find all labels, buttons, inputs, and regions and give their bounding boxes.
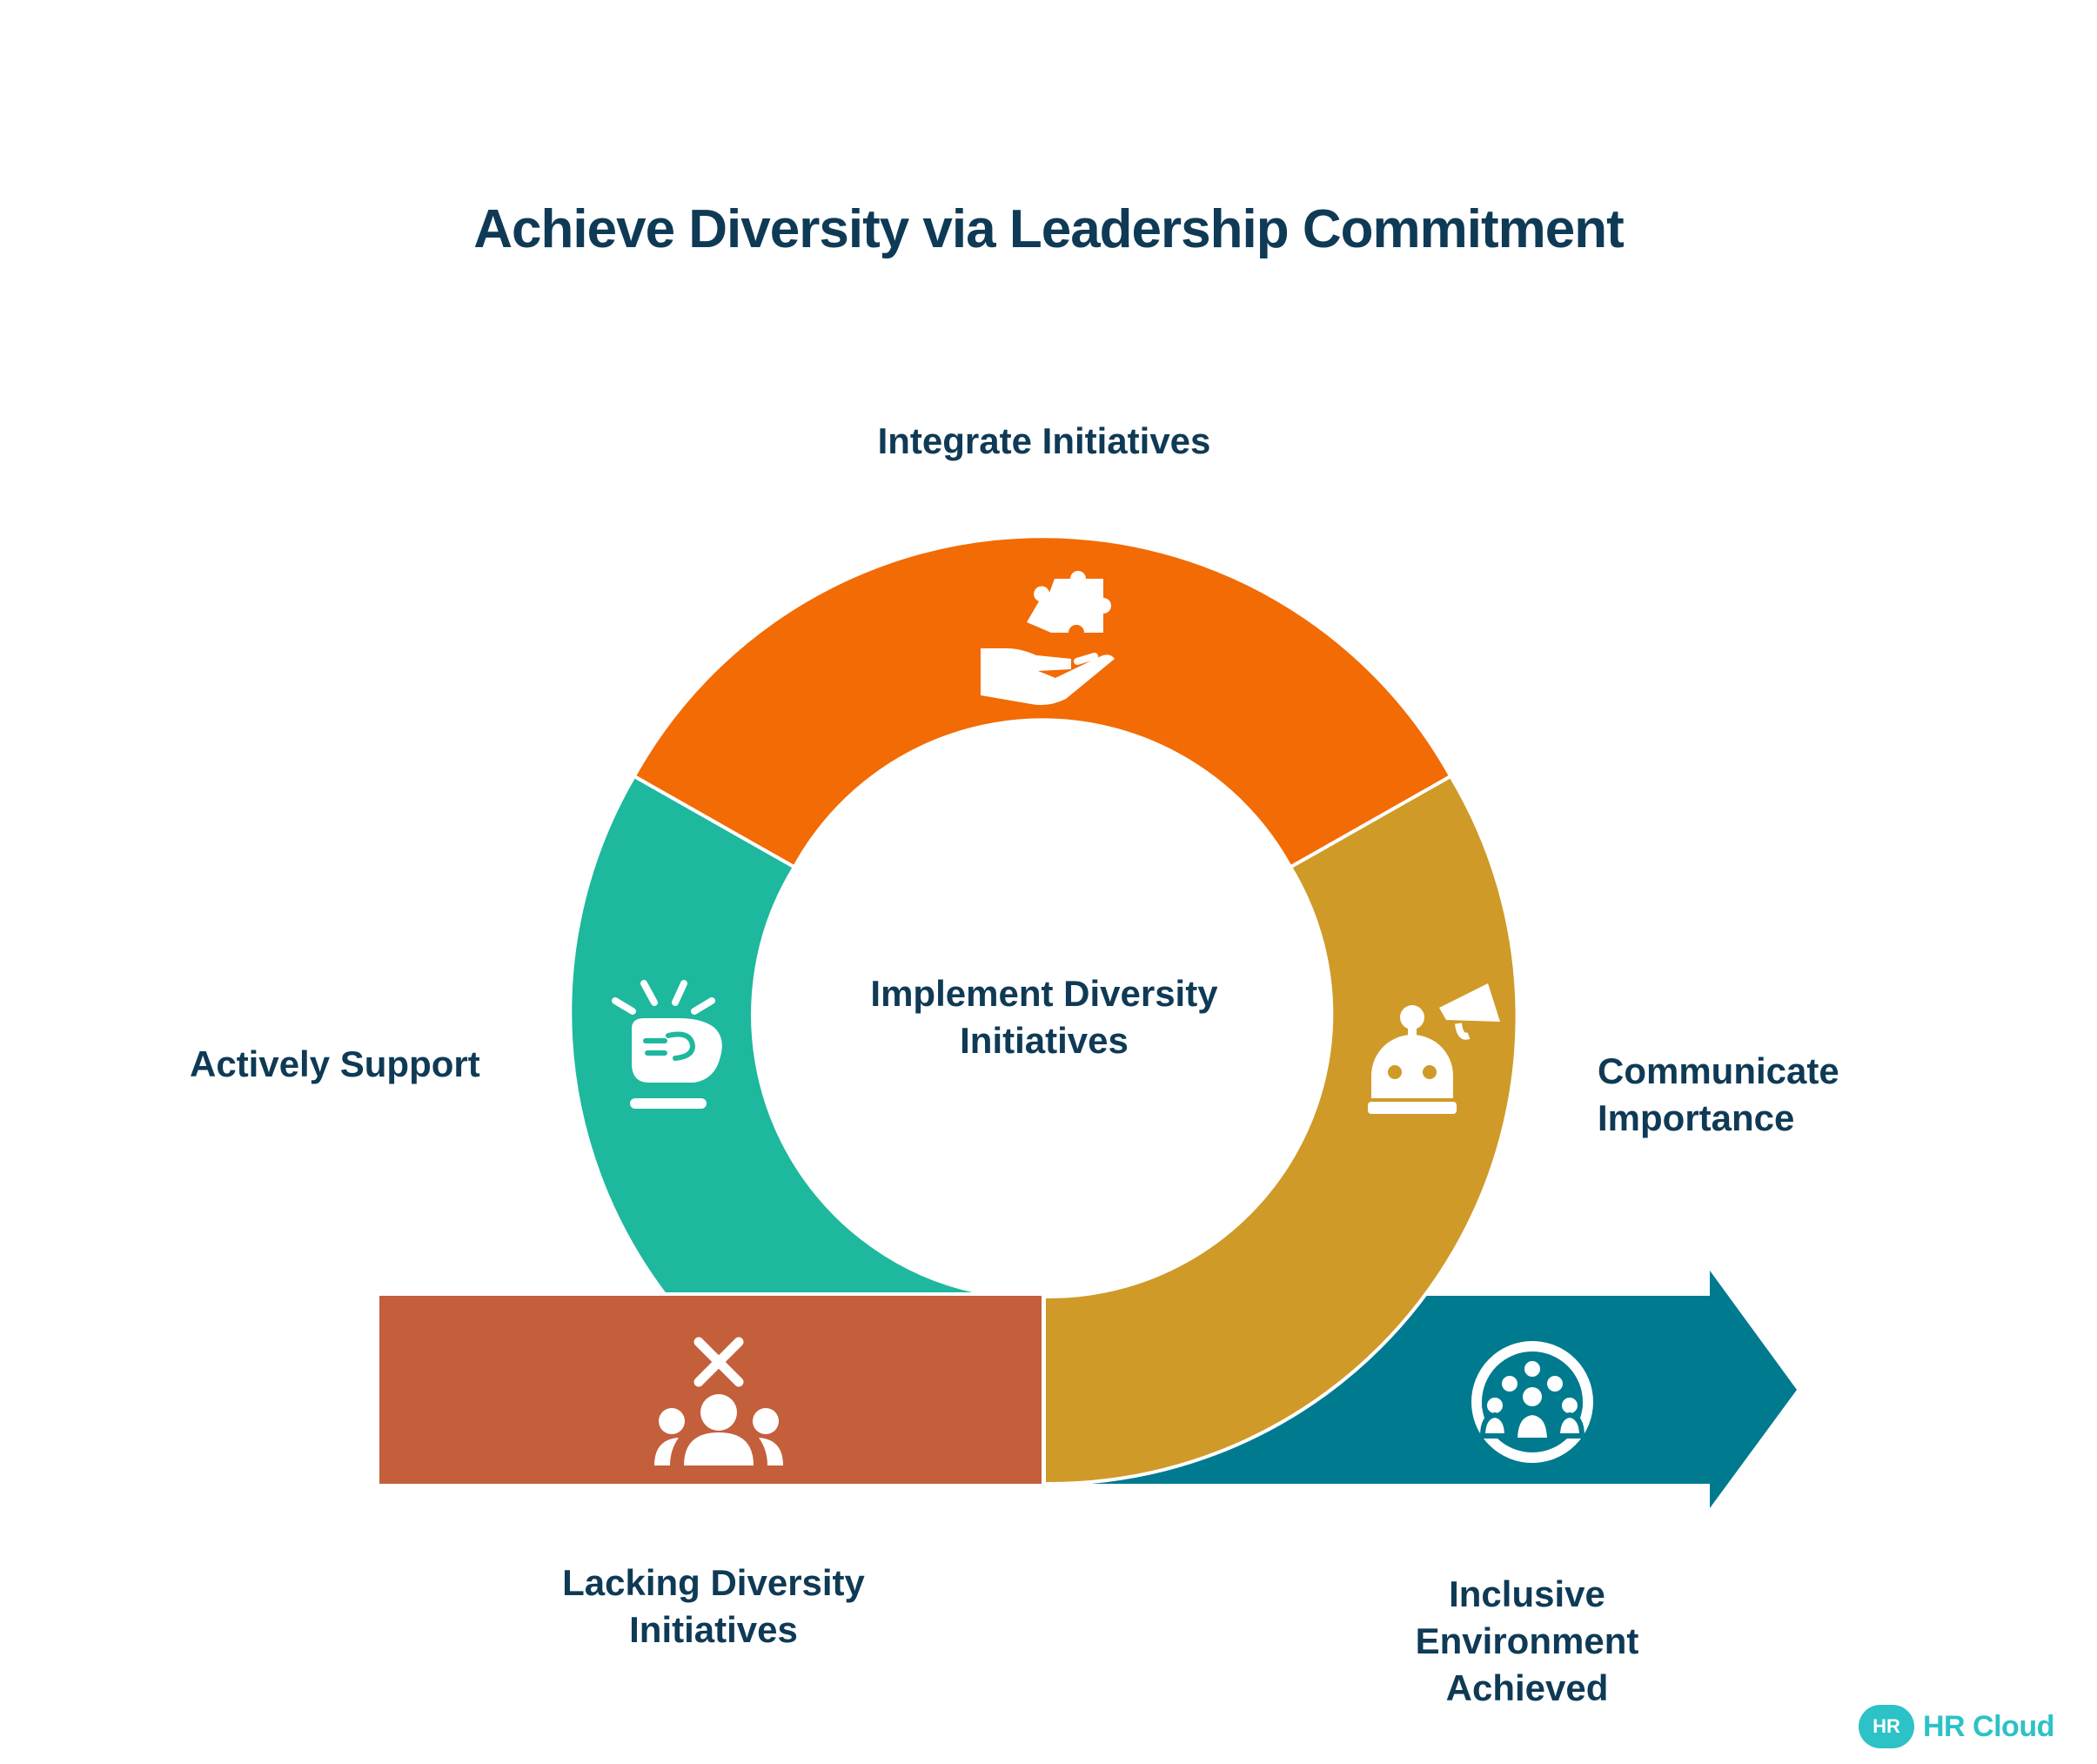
support-ring-segment bbox=[568, 774, 991, 1296]
inclusive-label: Inclusive Environment Achieved bbox=[1415, 1573, 1639, 1708]
people-cross-icon bbox=[654, 1337, 783, 1466]
communicate-label: Communicate Importance bbox=[1598, 1050, 1839, 1138]
brand-badge: HR bbox=[1859, 1705, 1914, 1748]
page-title: Achieve Diversity via Leadership Commitm… bbox=[473, 199, 1624, 259]
support-label: Actively Support bbox=[190, 1043, 480, 1084]
megaphone-bot-icon bbox=[1368, 983, 1500, 1114]
lacking-label: Lacking Diversity Initiatives bbox=[562, 1562, 865, 1650]
fist-bump-icon bbox=[612, 980, 722, 1109]
center-label: Implement Diversity Initiatives bbox=[870, 973, 1218, 1061]
brand-name: HR Cloud bbox=[1923, 1709, 2054, 1743]
integrate-label: Integrate Initiatives bbox=[877, 420, 1211, 461]
brand-logo: HR HR Cloud bbox=[1859, 1702, 2054, 1751]
puzzle-hand-icon bbox=[981, 571, 1115, 706]
communicate-ring-segment bbox=[1042, 774, 1519, 1486]
inclusive-group-icon bbox=[1471, 1341, 1593, 1463]
